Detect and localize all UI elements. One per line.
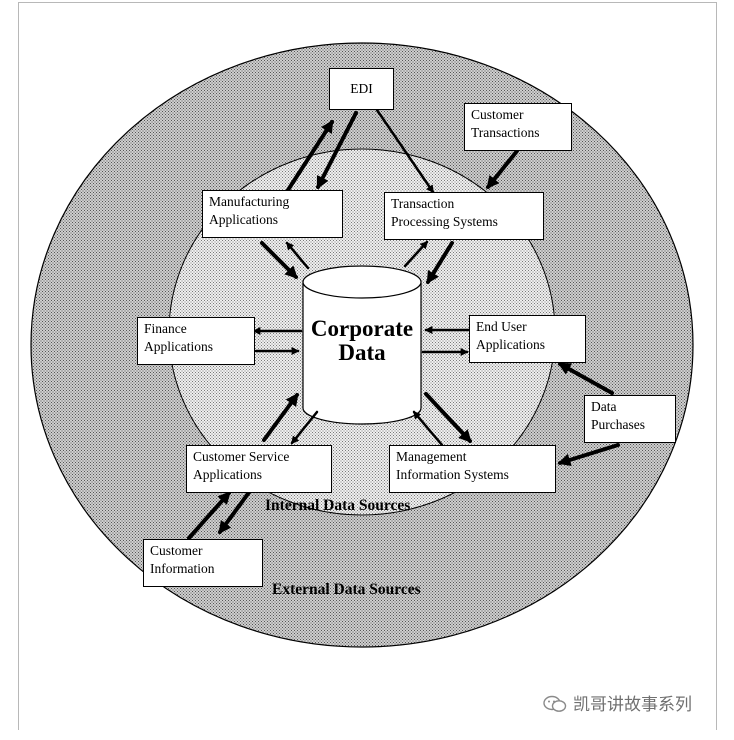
arrow-corporate-data-to-transaction-processing [403,240,429,268]
management-info-line1: Management [396,449,467,464]
management-information-systems-box: Management Information Systems [389,445,556,493]
management-info-line2: Information Systems [396,467,509,482]
arrow-data-purchases-to-end-user [557,362,614,395]
customer-information-box: Customer Information [143,539,263,587]
finance-applications-line1: Finance [144,321,187,336]
data-purchases-line2: Purchases [591,417,645,432]
data-purchases-box: Data Purchases [584,395,676,443]
arrow-edi-to-manufacturing [316,111,358,190]
end-user-applications-box: End User Applications [469,315,586,363]
finance-applications-box: Finance Applications [137,317,255,365]
manufacturing-applications-box: Manufacturing Applications [202,190,343,238]
manufacturing-applications-line2: Applications [209,212,278,227]
arrow-customer-information-to-customer-service [187,491,231,540]
external-data-sources-label: External Data Sources [272,581,421,598]
edi-label: EDI [350,81,373,96]
finance-applications-line2: Applications [144,339,213,354]
corporate-data-label-line2: Data [338,340,386,365]
end-user-applications-line2: Applications [476,337,545,352]
data-purchases-line1: Data [591,399,617,414]
transaction-processing-line1: Transaction [391,196,455,211]
customer-transactions-line1: Customer [471,107,524,122]
customer-transactions-box: Customer Transactions [464,103,572,151]
customer-information-line1: Customer [150,543,203,558]
customer-service-line1: Customer Service [193,449,290,464]
customer-transactions-line2: Transactions [471,125,540,140]
arrow-customer-service-to-customer-information [218,489,252,535]
arrow-manufacturing-to-edi [286,119,334,192]
corporate-data-label-line1: Corporate [310,316,414,341]
arrow-customer-transactions-to-transaction-processing [486,149,519,189]
end-user-applications-line1: End User [476,319,527,334]
corporate-data-cylinder [302,265,422,425]
arrow-transaction-processing-to-corporate-data [426,241,454,285]
internal-data-sources-label: Internal Data Sources [265,497,411,514]
arrow-management-info-to-corporate-data [412,410,444,447]
wechat-icon [543,695,567,712]
transaction-processing-systems-box: Transaction Processing Systems [384,192,544,240]
transaction-processing-line2: Processing Systems [391,214,498,229]
corporate-data-label: Corporate Data [303,317,421,365]
watermark-text: 凯哥讲故事系列 [573,695,692,715]
watermark: 凯哥讲故事系列 [543,690,692,715]
customer-service-applications-box: Customer Service Applications [186,445,332,493]
frame-left-border [18,2,19,730]
arrow-corporate-data-to-management-info [424,392,472,443]
manufacturing-applications-line1: Manufacturing [209,194,290,209]
arrow-corporate-data-to-customer-service [290,410,319,445]
arrow-edi-to-transaction-processing [375,108,435,194]
frame-right-border [716,2,717,730]
frame-top-border [18,2,716,3]
arrow-data-purchases-to-management-info [557,443,620,467]
arrow-customer-service-to-corporate-data [262,392,299,442]
edi-box: EDI [329,68,394,110]
arrow-corporate-data-to-manufacturing [285,241,310,270]
customer-service-line2: Applications [193,467,262,482]
arrow-manufacturing-to-corporate-data [260,241,298,279]
customer-information-line2: Information [150,561,215,576]
